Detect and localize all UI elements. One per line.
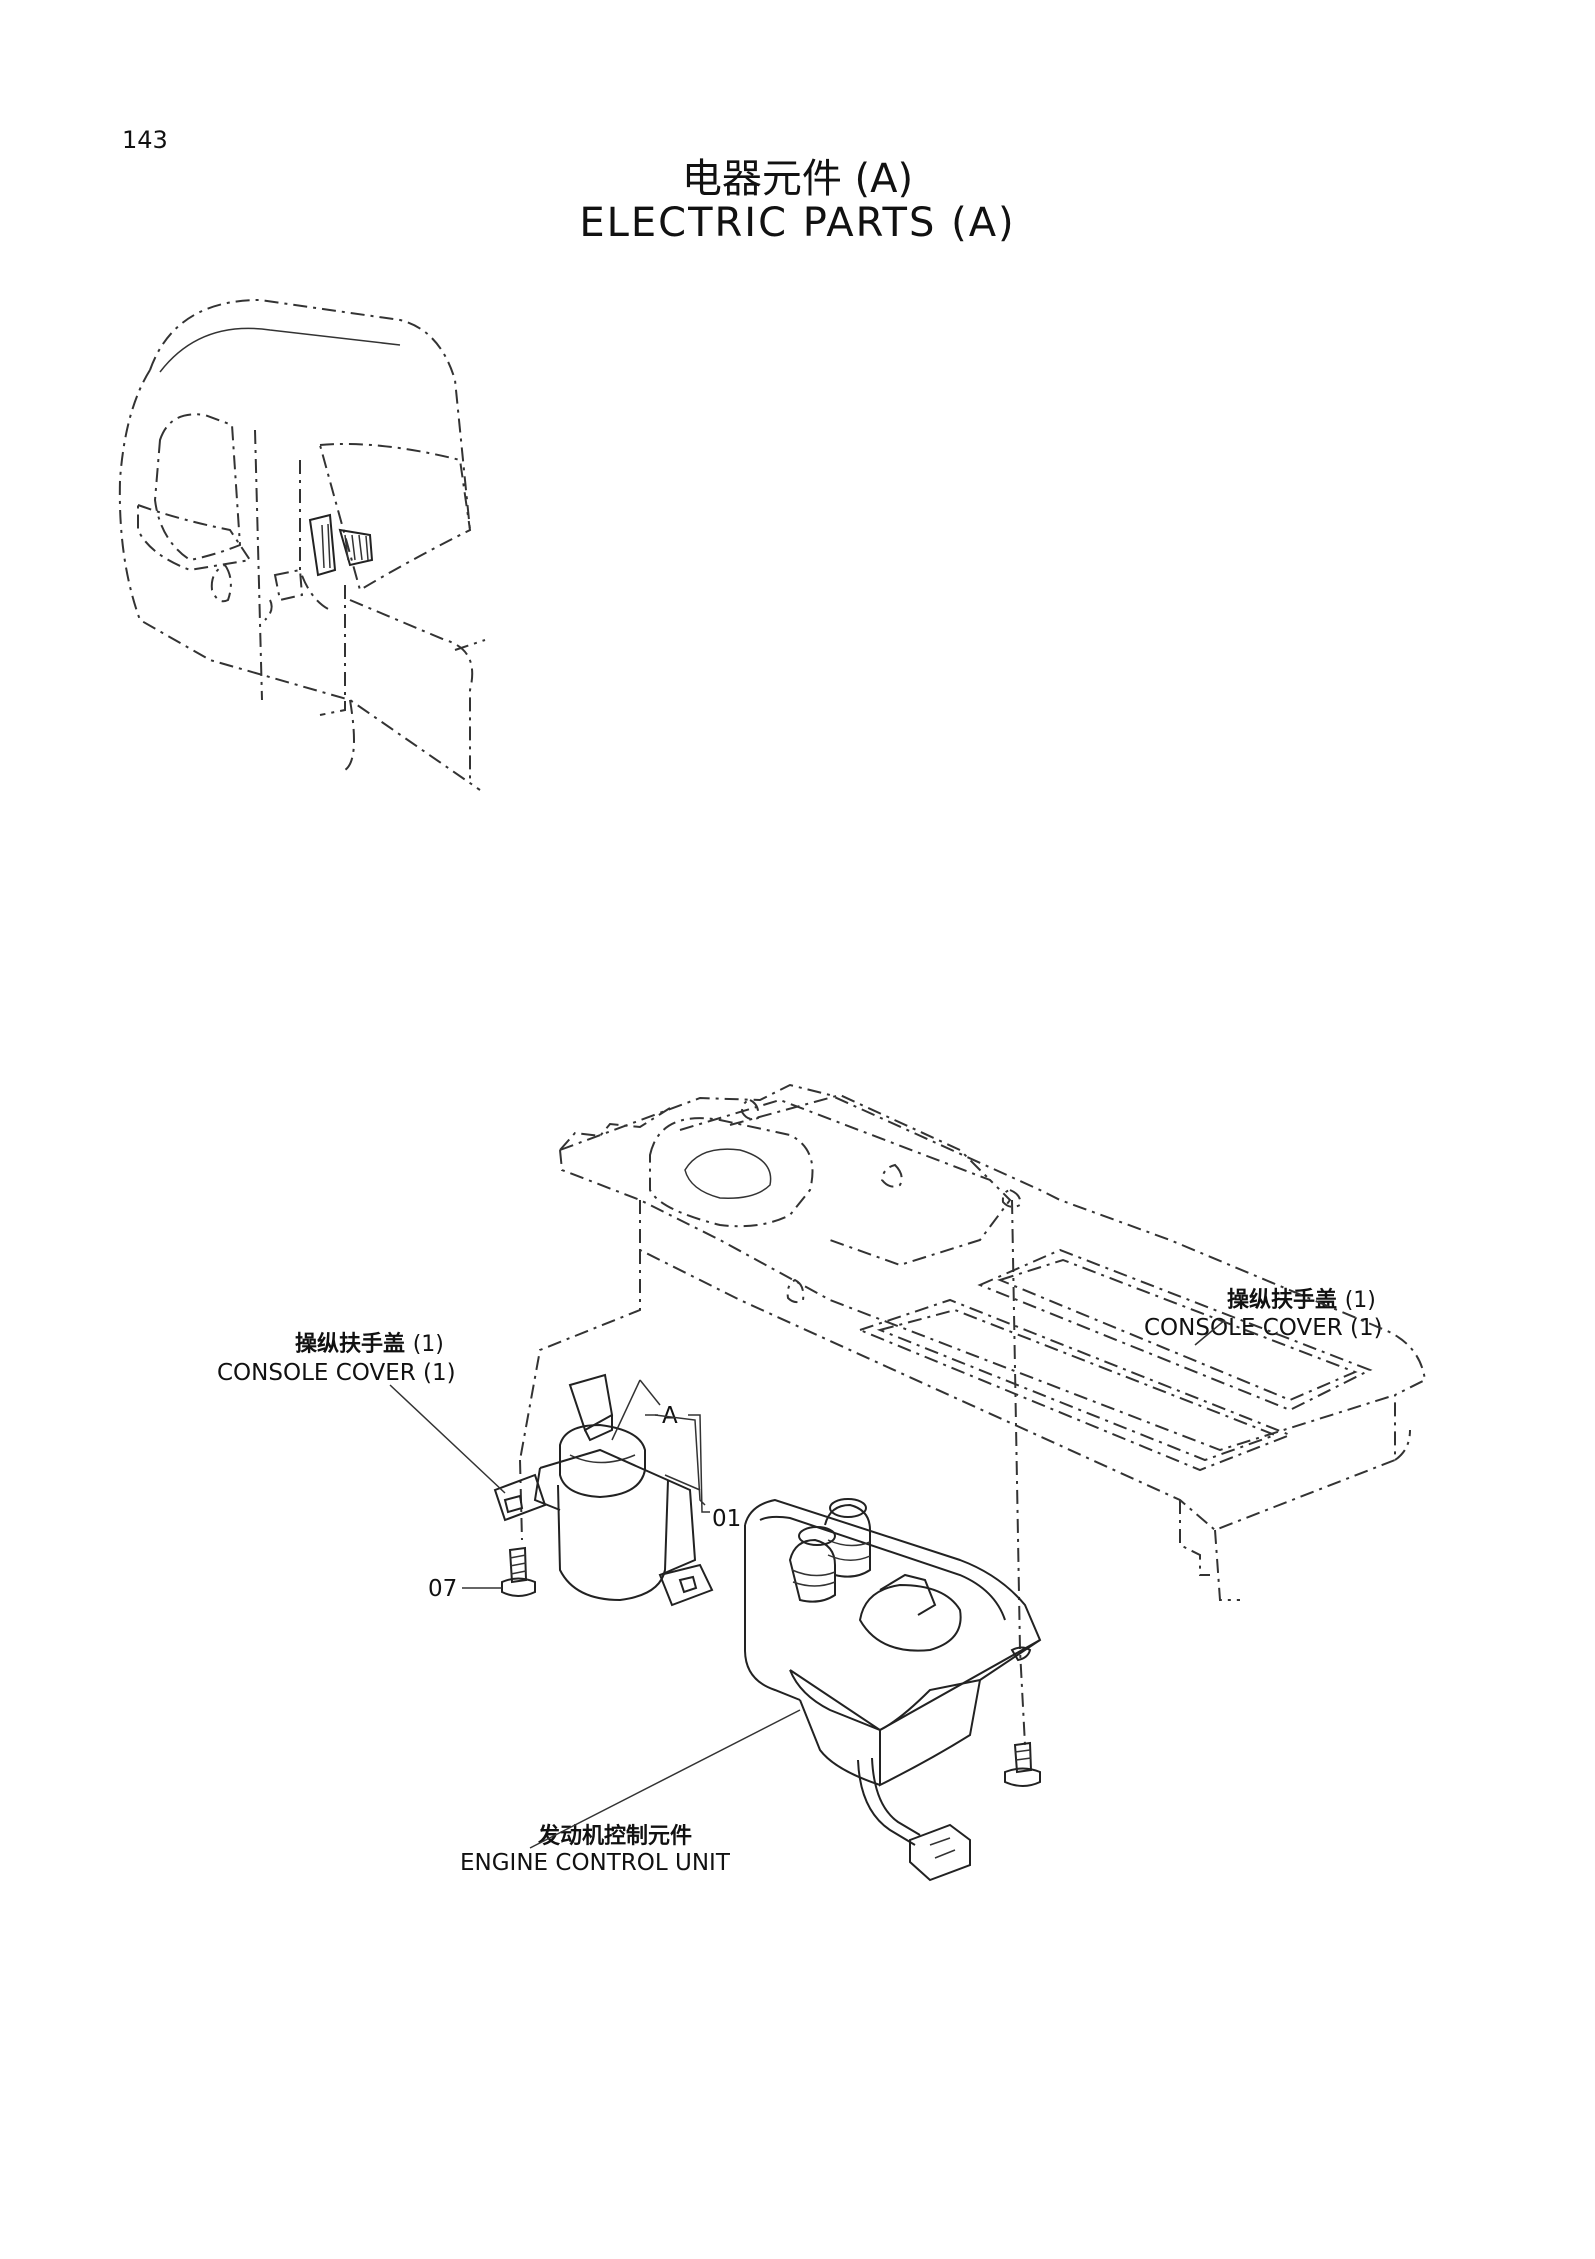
console-cover-right-zh-text: 操纵扶手盖 <box>1227 1288 1338 1313</box>
engine-control-unit-part <box>744 1498 1042 1882</box>
console-cover-left-label-zh: 操纵扶手盖 (1) <box>295 1326 444 1358</box>
console-cover-part <box>559 1083 1427 1601</box>
ecu-screw <box>1004 1646 1041 1787</box>
page-title-chinese: 电器元件 (A) <box>681 156 914 202</box>
callout-part-07: 07 <box>428 1576 458 1602</box>
console-cover-right-label-en: CONSOLE COVER (1) <box>1144 1315 1383 1341</box>
alignment-lines <box>519 1199 1026 1746</box>
cab-overview-illustration <box>118 298 486 791</box>
console-cover-right-label-zh: 操纵扶手盖 (1) <box>1227 1282 1376 1314</box>
engine-control-unit-label-zh: 发动机控制元件 <box>538 1824 693 1849</box>
callout-part-01: 01 <box>712 1506 742 1532</box>
console-cover-right-count: (1) <box>1344 1288 1376 1313</box>
console-cover-left-zh-text: 操纵扶手盖 <box>295 1332 406 1357</box>
console-cover-left-count: (1) <box>412 1332 444 1357</box>
key-switch-part <box>493 1373 714 1607</box>
console-cover-left-label-en: CONSOLE COVER (1) <box>217 1360 456 1386</box>
engine-control-unit-label-en: ENGINE CONTROL UNIT <box>460 1850 730 1876</box>
screw-part-07 <box>462 1546 536 1597</box>
leader-lines <box>389 1319 1226 1849</box>
page-number: 143 <box>122 126 168 154</box>
page-title-english: ELECTRIC PARTS (A) <box>579 200 1016 246</box>
callout-a: A <box>662 1403 678 1429</box>
